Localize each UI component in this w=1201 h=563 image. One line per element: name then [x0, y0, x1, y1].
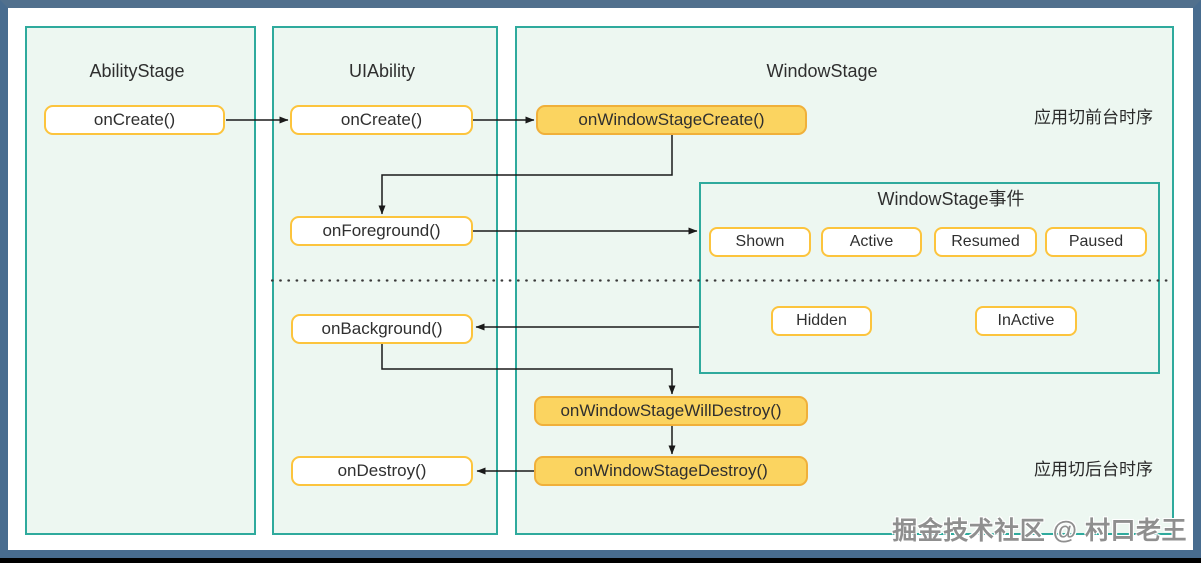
lane-title-window-stage: WindowStage — [766, 61, 878, 81]
event-pill-inactive: InActive — [975, 306, 1077, 336]
node-uiability-oncreate: onCreate() — [290, 105, 473, 135]
node-abilitystage-oncreate: onCreate() — [44, 105, 225, 135]
window-stage-events-group — [699, 182, 1160, 374]
event-pill-active: Active — [821, 227, 922, 257]
event-pill-paused: Paused — [1045, 227, 1147, 257]
node-onwindowstagewilldestroy: onWindowStageWillDestroy() — [534, 396, 808, 426]
lane-title-ui-ability: UIAbility — [348, 61, 416, 81]
node-onforeground: onForeground() — [290, 216, 473, 246]
lane-ability-stage — [25, 26, 256, 535]
event-pill-hidden: Hidden — [771, 306, 872, 336]
event-pill-resumed: Resumed — [934, 227, 1037, 257]
annotation-foreground-sequence: 应用切前台时序 — [1034, 108, 1153, 127]
lane-title-ability-stage: AbilityStage — [89, 61, 185, 81]
watermark: 掘金技术社区 @ 村口老王 — [892, 517, 1187, 545]
event-pill-shown: Shown — [709, 227, 811, 257]
node-ondestroy: onDestroy() — [291, 456, 473, 486]
annotation-background-sequence: 应用切后台时序 — [1034, 460, 1153, 479]
node-onwindowstagecreate: onWindowStageCreate() — [536, 105, 807, 135]
node-onbackground: onBackground() — [291, 314, 473, 344]
window-stage-events-title: WindowStage事件 — [877, 189, 1025, 209]
node-onwindowstagedestroy: onWindowStageDestroy() — [534, 456, 808, 486]
